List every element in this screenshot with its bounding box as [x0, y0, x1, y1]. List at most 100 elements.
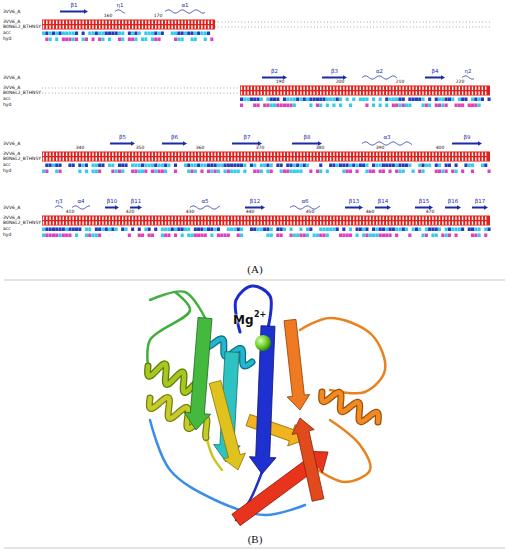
accessibility-mark — [144, 228, 147, 232]
hydropathy-mark — [451, 170, 454, 174]
accessibility-mark — [217, 164, 220, 168]
accessibility-mark — [398, 228, 401, 232]
accessibility-mark — [171, 228, 174, 232]
accessibility-mark — [481, 164, 484, 168]
accessibility-mark — [299, 164, 302, 168]
hydropathy-mark — [253, 170, 256, 174]
accessibility-mark — [260, 164, 263, 168]
accessibility-mark — [260, 98, 263, 102]
hydropathy-mark — [92, 234, 95, 238]
helix-coil — [190, 206, 220, 209]
accessibility-mark — [98, 164, 101, 168]
accessibility-mark — [253, 98, 256, 102]
hydropathy-mark — [372, 104, 375, 108]
accessibility-mark — [488, 98, 491, 102]
accessibility-mark — [98, 228, 101, 232]
accessibility-mark — [428, 98, 431, 102]
strand-ribbon — [209, 380, 245, 470]
hydropathy-mark — [131, 170, 134, 174]
accessibility-mark — [299, 228, 302, 232]
row-name: 3VV6_A — [3, 76, 20, 81]
hydropathy-mark — [478, 104, 481, 108]
accessibility-mark — [257, 98, 260, 102]
secondary-structure-label: η3 — [56, 199, 63, 205]
row-name: hyd — [3, 169, 11, 174]
hydropathy-mark — [263, 104, 266, 108]
hydropathy-mark — [379, 234, 382, 238]
accessibility-mark — [283, 228, 286, 232]
hydropathy-mark — [65, 38, 68, 42]
accessibility-mark — [422, 164, 425, 168]
hydropathy-mark — [45, 170, 48, 174]
hydropathy-mark — [286, 104, 289, 108]
hydropathy-mark — [224, 234, 227, 238]
accessibility-mark — [478, 98, 481, 102]
accessibility-mark — [286, 164, 289, 168]
panel-label: (B) — [248, 534, 263, 545]
accessibility-mark — [187, 164, 190, 168]
accessibility-mark — [121, 228, 124, 232]
residue-number: 160 — [104, 14, 113, 19]
accessibility-mark — [128, 32, 131, 36]
hydropathy-mark — [435, 234, 438, 238]
hydropathy-mark — [118, 170, 121, 174]
accessibility-mark — [151, 164, 154, 168]
accessibility-mark — [164, 228, 167, 232]
accessibility-mark — [115, 228, 118, 232]
hydropathy-mark — [210, 234, 213, 238]
strand-ribbon — [184, 317, 212, 430]
hydropathy-mark — [339, 104, 342, 108]
accessibility-mark — [88, 32, 91, 36]
hydropathy-mark — [323, 234, 326, 238]
hydropathy-mark — [191, 170, 194, 174]
hydropathy-mark — [313, 234, 316, 238]
hydropathy-mark — [217, 170, 220, 174]
accessibility-mark — [375, 164, 378, 168]
hydropathy-mark — [435, 104, 438, 108]
secondary-structure-label: β11 — [131, 199, 142, 205]
strand-ribbon — [284, 319, 310, 410]
hydropathy-mark — [151, 234, 154, 238]
accessibility-mark — [471, 164, 474, 168]
hydropathy-mark — [270, 170, 273, 174]
hydropathy-mark — [75, 234, 78, 238]
row-name: 3VV6_A — [3, 206, 20, 211]
accessibility-mark — [154, 164, 157, 168]
accessibility-mark — [418, 164, 421, 168]
accessibility-mark — [197, 164, 200, 168]
row-name: 3VV6_A — [3, 10, 20, 15]
hydropathy-mark — [230, 170, 233, 174]
hydropathy-mark — [92, 170, 95, 174]
hydropathy-mark — [286, 170, 289, 174]
hydropathy-mark — [85, 38, 88, 42]
accessibility-mark — [161, 32, 164, 36]
hydropathy-mark — [458, 104, 461, 108]
hydropathy-mark — [316, 104, 319, 108]
accessibility-mark — [455, 228, 458, 232]
hydropathy-mark — [389, 170, 392, 174]
hydropathy-mark — [95, 170, 98, 174]
accessibility-mark — [445, 228, 448, 232]
hydropathy-mark — [95, 234, 98, 238]
hydropathy-mark — [299, 234, 302, 238]
accessibility-mark — [375, 228, 378, 232]
accessibility-mark — [309, 98, 312, 102]
residue-number: 450 — [306, 210, 315, 215]
accessibility-mark — [197, 32, 200, 36]
hydropathy-mark — [283, 170, 286, 174]
accessibility-mark — [250, 98, 253, 102]
accessibility-mark — [319, 164, 322, 168]
hydropathy-mark — [474, 104, 477, 108]
strand-arrow — [445, 205, 461, 209]
accessibility-mark — [164, 164, 167, 168]
hydropathy-mark — [280, 104, 283, 108]
hydropathy-mark — [115, 170, 118, 174]
accessibility-mark — [474, 228, 477, 232]
accessibility-mark — [101, 164, 104, 168]
row-name: 3VV6_A — [3, 86, 20, 91]
accessibility-mark — [395, 164, 398, 168]
secondary-structure-label: β6 — [171, 135, 178, 141]
accessibility-mark — [200, 228, 203, 232]
helix-coil — [165, 10, 205, 13]
